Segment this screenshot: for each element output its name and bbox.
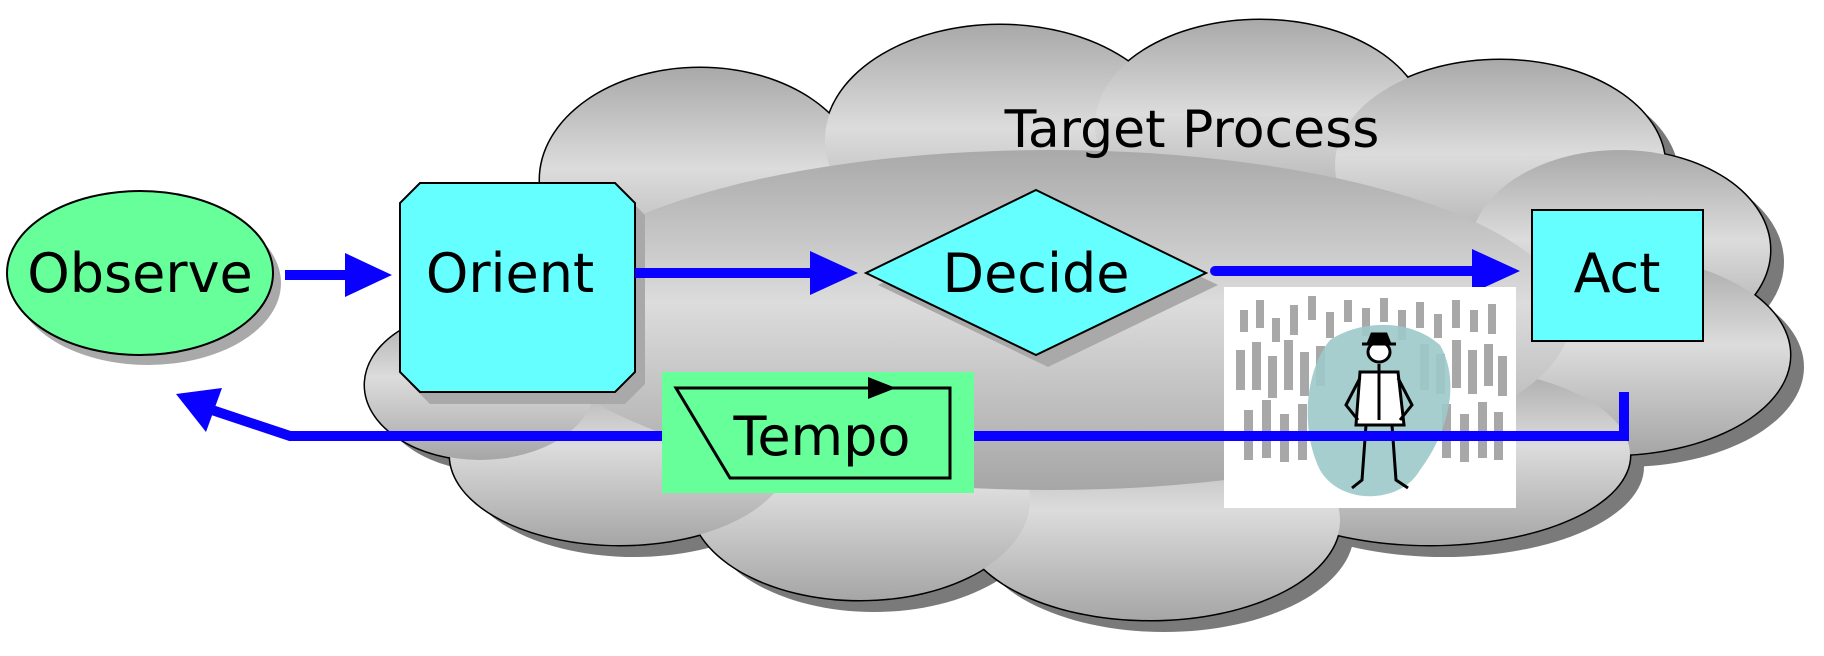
- tempo-arrowhead: [868, 377, 896, 399]
- cloud-title: Target Process: [1004, 100, 1380, 160]
- observe-node: [6, 190, 274, 356]
- orient-label: Orient: [426, 242, 594, 305]
- tempo-label: Tempo: [733, 405, 911, 468]
- decide-label: Decide: [943, 242, 1130, 305]
- observe-label: Observe: [27, 242, 253, 305]
- crowd-with-person-icon: [1224, 287, 1516, 508]
- tempo-node: [662, 372, 974, 493]
- arrowhead-act: [1472, 249, 1520, 293]
- arrowhead-observe: [176, 388, 222, 432]
- arrowhead-orient: [345, 253, 392, 297]
- act-label: Act: [1574, 242, 1661, 305]
- decide-node: [863, 188, 1209, 357]
- act-node: [1531, 209, 1704, 342]
- arrowhead-decide: [810, 251, 858, 295]
- orient-node: [399, 182, 636, 393]
